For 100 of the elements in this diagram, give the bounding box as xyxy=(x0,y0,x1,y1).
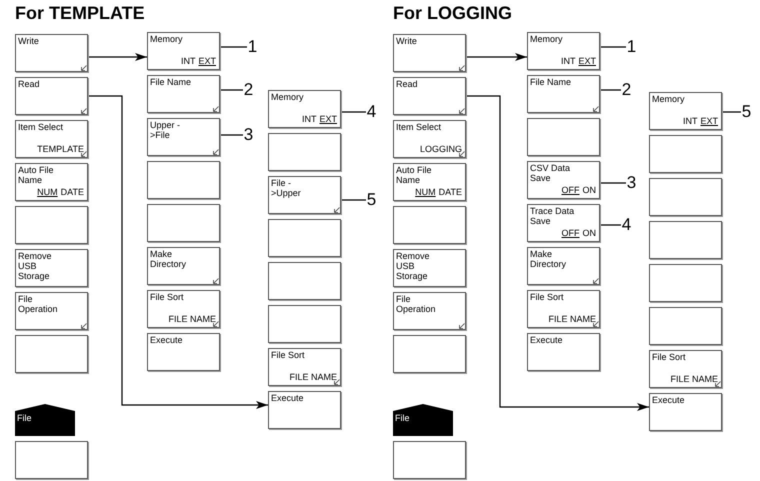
soft-key xyxy=(147,118,220,156)
soft-key xyxy=(15,335,88,373)
key-label: Execute xyxy=(271,393,305,403)
key-label: Upper ->File xyxy=(150,120,182,140)
callout-number: 5 xyxy=(741,102,752,122)
soft-key xyxy=(268,305,341,343)
arrow xyxy=(88,95,268,409)
key-label: Read xyxy=(18,79,41,89)
option-text: INT xyxy=(302,114,316,125)
soft-key xyxy=(649,92,722,130)
soft-key xyxy=(268,176,341,214)
soft-key xyxy=(147,204,220,242)
soft-key xyxy=(393,335,466,373)
key-label: Memory xyxy=(150,34,184,44)
option-text: ON xyxy=(582,228,596,239)
option-text: OFF xyxy=(562,185,580,196)
soft-key xyxy=(268,133,341,171)
soft-key xyxy=(527,161,600,199)
callout-number: 3 xyxy=(243,125,254,145)
soft-key xyxy=(268,391,341,429)
arrow xyxy=(466,53,527,61)
key-label: Memory xyxy=(271,92,305,102)
option-text: INT xyxy=(560,56,576,67)
key-label: Remove USB Storage xyxy=(396,251,431,281)
soft-key xyxy=(649,393,722,431)
key-label: Auto File Name xyxy=(396,165,433,185)
soft-key xyxy=(393,206,466,244)
soft-key xyxy=(649,221,722,259)
key-label: Make Directory xyxy=(150,249,188,269)
soft-key xyxy=(15,163,88,201)
key-label: CSV Data Save xyxy=(530,163,572,183)
leader-line xyxy=(220,89,243,91)
key-label: Memory xyxy=(530,34,564,44)
soft-key xyxy=(393,77,466,115)
callout-number: 4 xyxy=(621,215,632,235)
soft-key xyxy=(527,204,600,242)
key-label: File Name xyxy=(530,77,572,87)
key-label: Execute xyxy=(652,395,686,405)
soft-key xyxy=(649,350,722,388)
soft-key xyxy=(268,348,341,386)
soft-key xyxy=(527,247,600,285)
key-label: Write xyxy=(18,36,40,46)
key-label: Item Select xyxy=(18,122,64,132)
callout-number: 1 xyxy=(626,37,637,57)
option-text: INT xyxy=(682,116,698,127)
key-label: Memory xyxy=(652,94,686,104)
soft-key xyxy=(147,247,220,285)
soft-key xyxy=(393,249,466,287)
key-label: File Sort xyxy=(150,292,185,302)
key-label: File Operation xyxy=(18,294,59,314)
key-label: Make Directory xyxy=(530,249,568,269)
callout-number: 3 xyxy=(626,173,637,193)
soft-key xyxy=(147,75,220,113)
key-label: File Operation xyxy=(396,294,437,314)
soft-key xyxy=(15,441,88,479)
option-text: DATE xyxy=(438,187,462,198)
key-label: Remove USB Storage xyxy=(18,251,53,281)
soft-key xyxy=(393,441,466,479)
key-label: File Sort xyxy=(530,292,565,302)
leader-line xyxy=(341,199,366,201)
section-heading: For TEMPLATE xyxy=(15,2,145,24)
callout-number: 1 xyxy=(247,37,258,57)
soft-key xyxy=(527,32,600,70)
soft-key xyxy=(649,135,722,173)
leader-line xyxy=(722,111,741,113)
leader-line xyxy=(220,46,247,48)
soft-key xyxy=(393,120,466,158)
option-text: EXT xyxy=(198,56,216,67)
key-label: File Sort xyxy=(271,350,306,360)
callout-number: 4 xyxy=(366,102,377,122)
soft-key xyxy=(527,75,600,113)
soft-key xyxy=(527,333,600,371)
key-label: Trace Data Save xyxy=(530,206,576,226)
tab-label: File xyxy=(395,413,410,423)
soft-key xyxy=(147,333,220,371)
arrow xyxy=(466,95,649,411)
soft-key xyxy=(15,77,88,115)
leader-line xyxy=(220,134,243,136)
leader-line xyxy=(341,111,366,113)
option-text: NUM xyxy=(37,187,58,198)
soft-key xyxy=(527,118,600,156)
soft-key xyxy=(268,219,341,257)
option-text: FILE NAME xyxy=(548,314,596,325)
option-text: EXT xyxy=(319,114,337,125)
key-label: File Name xyxy=(150,77,192,87)
leader-line xyxy=(600,89,621,91)
callout-number: 5 xyxy=(366,190,377,210)
arrow xyxy=(88,53,147,61)
tab-label: File xyxy=(17,413,32,423)
option-text: EXT xyxy=(578,56,596,67)
leader-line xyxy=(600,224,621,226)
soft-key xyxy=(393,292,466,330)
option-text: OFF xyxy=(562,228,580,239)
key-label: Auto File Name xyxy=(18,165,55,185)
soft-key xyxy=(649,178,722,216)
key-label: Item Select xyxy=(396,122,442,132)
leader-line xyxy=(600,46,626,48)
option-text: FILE NAME xyxy=(670,374,718,385)
soft-key xyxy=(15,120,88,158)
soft-key xyxy=(393,34,466,72)
